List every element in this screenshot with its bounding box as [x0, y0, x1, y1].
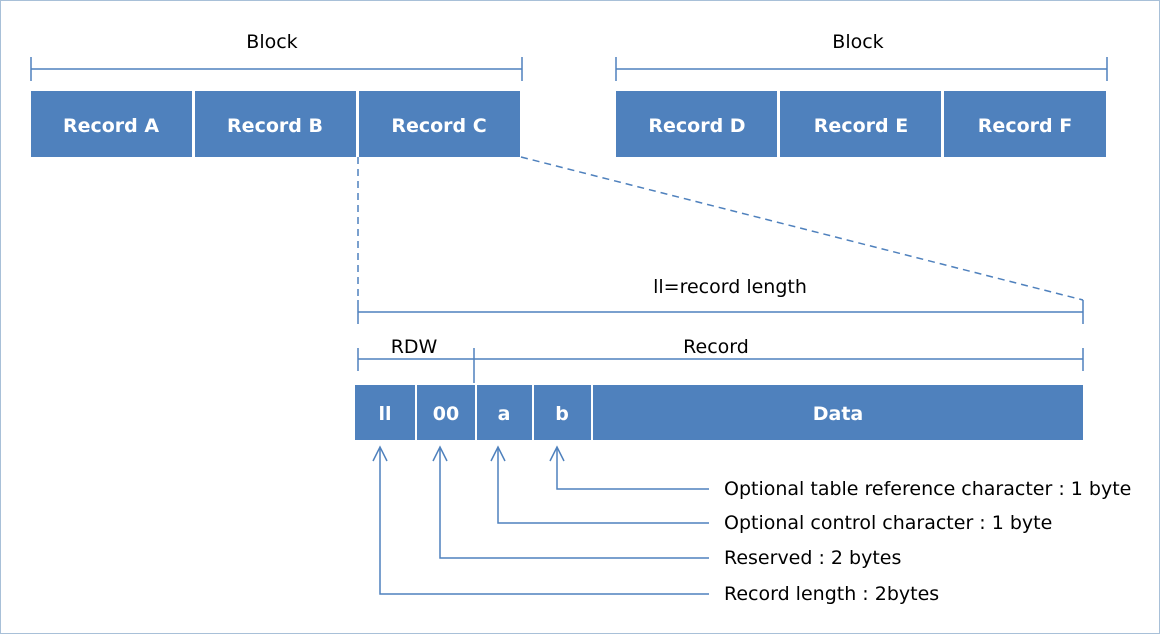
field-a-box — [477, 385, 532, 440]
record-label: Record — [683, 336, 749, 358]
record-b-box — [195, 91, 356, 157]
field-ll-box — [355, 385, 415, 440]
record-e-label: Record E — [814, 115, 908, 137]
field-b-box — [534, 385, 591, 440]
block-2-bracket — [615, 57, 1108, 81]
field-data-box — [593, 385, 1083, 440]
rdw-label: RDW — [391, 336, 438, 358]
block-2-label: Block — [832, 31, 883, 53]
record-f-label: Record F — [978, 115, 1072, 137]
field-ll-label: ll — [378, 403, 391, 425]
record-c-box — [359, 91, 520, 157]
field-b-label: b — [555, 403, 569, 425]
record-a-label: Record A — [63, 115, 159, 137]
arrow-00 — [432, 445, 709, 559]
field-data-label: Data — [813, 403, 864, 425]
annotation-reserved: Reserved : 2 bytes — [724, 547, 901, 569]
field-00-label: 00 — [433, 403, 459, 425]
record-length-label: ll=record length — [653, 276, 807, 298]
record-d-box — [616, 91, 777, 157]
record-f-box — [944, 91, 1106, 157]
arrow-b — [549, 445, 709, 490]
record-d-label: Record D — [648, 115, 745, 137]
record-e-box — [780, 91, 941, 157]
record-length-bracket — [357, 300, 1084, 324]
field-00-box — [417, 385, 475, 440]
annotation-record-length: Record length : 2bytes — [724, 583, 939, 605]
record-b-label: Record B — [227, 115, 323, 137]
block-1-bracket — [30, 57, 523, 81]
record-bracket — [473, 348, 1084, 383]
arrow-a — [490, 445, 709, 524]
record-c-label: Record C — [391, 115, 486, 137]
block-1-label: Block — [246, 31, 297, 53]
rdw-bracket — [357, 348, 474, 371]
record-a-box — [31, 91, 192, 157]
field-a-label: a — [498, 403, 511, 425]
zoom-line-right — [520, 156, 1084, 301]
annotation-control-character: Optional control character : 1 byte — [724, 512, 1052, 534]
arrow-ll — [372, 445, 709, 595]
annotation-table-reference: Optional table reference character : 1 b… — [724, 478, 1131, 500]
